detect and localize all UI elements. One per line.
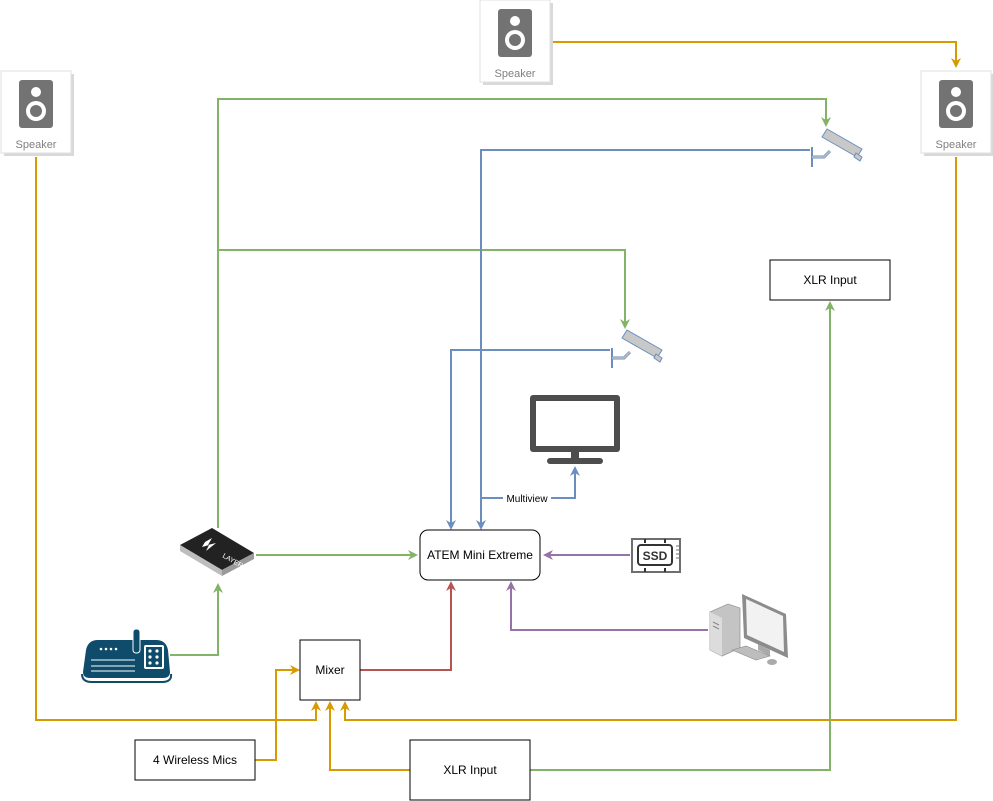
ssd[interactable]: SSD — [631, 538, 681, 573]
security-camera-icon — [610, 328, 664, 370]
mixer[interactable]: Mixer — [299, 639, 361, 701]
camera-1[interactable] — [810, 127, 864, 169]
speaker-top[interactable]: Speaker — [479, 0, 553, 85]
wireless-mics-label: 4 Wireless Mics — [153, 753, 237, 767]
edge-xlr-bottom-to-xlr-top — [530, 301, 835, 771]
edge-wireless-mics-to-mixer — [255, 665, 300, 761]
xlr-input-bottom[interactable]: XLR Input — [409, 739, 531, 801]
edge-camera-2-to-atem — [446, 349, 610, 530]
edges — [35, 41, 961, 771]
desktop-computer[interactable] — [709, 594, 788, 665]
monitor[interactable] — [530, 395, 620, 464]
speaker-left[interactable]: Speaker — [0, 70, 74, 156]
xlr-input-top[interactable]: XLR Input — [769, 259, 891, 301]
speaker-left-label: Speaker — [16, 139, 57, 151]
mixer-label: Mixer — [315, 663, 344, 677]
edge-speaker-right-to-mixer — [340, 157, 957, 721]
edge-speaker-top-to-speaker-right — [551, 41, 961, 68]
network-switch-icon: LAYER 2 — [180, 528, 254, 576]
multiview-label: Multiview — [506, 494, 548, 505]
ptz-controller-icon — [81, 628, 173, 683]
speaker-icon — [19, 80, 53, 128]
xlr-input-top-label: XLR Input — [803, 273, 857, 287]
edge-switch-to-camera-1 — [217, 98, 831, 528]
speaker-icon — [498, 9, 532, 57]
ssd-label: SSD — [643, 549, 668, 563]
atem-mini-extreme[interactable]: ATEM Mini Extreme — [419, 529, 541, 581]
speaker-top-label: Speaker — [495, 68, 536, 80]
camera-2[interactable] — [610, 328, 664, 370]
edge-computer-to-atem — [506, 581, 708, 631]
edge-camera-1-to-atem — [476, 149, 810, 530]
xlr-input-bottom-label: XLR Input — [443, 763, 497, 777]
wireless-mics[interactable]: 4 Wireless Mics — [134, 739, 256, 781]
speaker-right-label: Speaker — [936, 139, 977, 151]
edge-xlr-bottom-to-mixer — [325, 701, 410, 771]
edge-controller-to-switch — [170, 583, 223, 656]
network-switch[interactable]: LAYER 2 — [180, 528, 254, 576]
ptz-controller[interactable] — [81, 628, 173, 683]
speaker-right[interactable]: Speaker — [920, 70, 993, 156]
edge-mixer-to-atem — [360, 581, 456, 671]
monitor-icon — [530, 395, 620, 464]
edge-switch-to-camera-2 — [218, 249, 630, 329]
ssd-icon: SSD — [631, 538, 681, 573]
desktop-computer-icon — [709, 594, 788, 665]
speaker-icon — [939, 80, 973, 128]
edge-speaker-left-to-mixer — [35, 157, 321, 721]
atem-label: ATEM Mini Extreme — [427, 548, 533, 562]
security-camera-icon — [810, 127, 864, 169]
